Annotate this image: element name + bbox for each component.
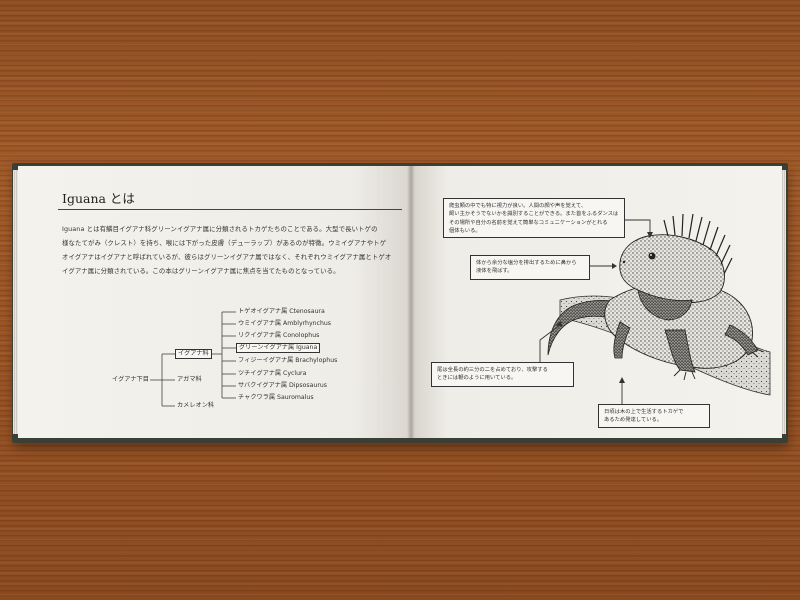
left-page <box>18 166 411 438</box>
callout-line: 液体を飛ばす。 <box>476 268 513 275</box>
callout-line: あるため発達している。 <box>604 417 663 424</box>
callout-line: ときには鞭のように用いている。 <box>437 375 517 382</box>
paragraph-line: オイグアナはイグアナと呼ばれているが、彼らはグリーンイグアナ属ではなく、それぞれ… <box>62 253 392 261</box>
tree-genus-cyclura: ツチイグアナ属 Cyclura <box>238 370 307 377</box>
tree-genus-amblyrhynchus: ウミイグアナ属 Amblyrhynchus <box>238 320 332 327</box>
crest-spikes <box>663 213 733 275</box>
callout-salt: 体から余分な塩分を排出するために鼻から 液体を飛ばす。 <box>470 255 590 280</box>
tree-genus-ctenosaura: トゲオイグアナ属 Ctenosaura <box>238 308 325 315</box>
tree-root-label: イグアナ下目 <box>112 376 149 383</box>
tree-genus-sauromalus: チャクワラ属 Sauromalus <box>238 394 314 401</box>
paragraph-line: イグアナ属に分類されている。この本はグリーンイグアナ属に焦点を当てたものとなって… <box>62 267 340 275</box>
callout-vision: 爬虫類の中でも特に視力が良い。人間の顔や声を覚えて、 飼い主かそうでないかを識別… <box>443 198 625 238</box>
tree-genus-brachylophus: フィジーイグアナ属 Brachylophus <box>238 357 338 364</box>
tree-family-iguanidae: イグアナ科 <box>175 349 212 359</box>
book-gutter <box>407 166 415 438</box>
tree-family-agamidae: アガマ科 <box>177 376 202 383</box>
page-title: Iguana とは <box>62 191 135 206</box>
callout-line: 尾は全長の約三分の二を占めており、攻撃する <box>437 367 548 373</box>
callout-line: 個体もいる。 <box>449 228 481 235</box>
callout-line: その場所や自分の名前を覚えて簡単なコミュニケーションがとれる <box>449 219 608 226</box>
tree-family-chamaeleonidae: カメレオン科 <box>177 402 215 409</box>
dewlap <box>637 289 693 321</box>
page-edges-left <box>13 170 19 434</box>
tree-genus-dipsosaurus: サバクイグアナ属 Dipsosaurus <box>238 382 328 389</box>
tree-genus-iguana: グリーンイグアナ属 Iguana <box>236 343 321 353</box>
callout-arboreal: 日頃は木の上で生活するトカゲで あるため発達している。 <box>598 404 710 428</box>
iguana-eye <box>648 252 656 260</box>
paragraph-line: 様なたてがみ（クレスト）を持ち、喉には下がった皮膚（デューラップ）があるのが特徴… <box>62 239 387 247</box>
callout-tail: 尾は全長の約三分の二を占めており、攻撃する ときには鞭のように用いている。 <box>431 362 574 387</box>
paragraph-line: Iguana とは有鱗目イグアナ科グリーンイグアナ属に分類されるトカゲたちのこと… <box>62 225 378 233</box>
callout-line: 爬虫類の中でも特に視力が良い。人間の顔や声を覚えて、 <box>449 203 587 209</box>
front-leg <box>664 329 696 373</box>
title-underline <box>58 209 402 210</box>
page-edges-right <box>781 170 786 434</box>
hind-leg-left <box>613 321 631 359</box>
rear-leg <box>724 324 759 356</box>
callout-line: 日頃は木の上で生活するトカゲで <box>604 409 684 415</box>
callout-line: 飼い主かそうでないかを識別することができる。また首をふるダンスは <box>449 211 619 218</box>
tree-genus-conolophus: リクイグアナ属 Conolophus <box>238 332 320 339</box>
callout-line: 体から余分な塩分を排出するために鼻から <box>476 260 577 266</box>
intro-paragraph: Iguana とは有鱗目イグアナ科グリーンイグアナ属に分類されるトカゲたちのこと… <box>62 222 394 278</box>
